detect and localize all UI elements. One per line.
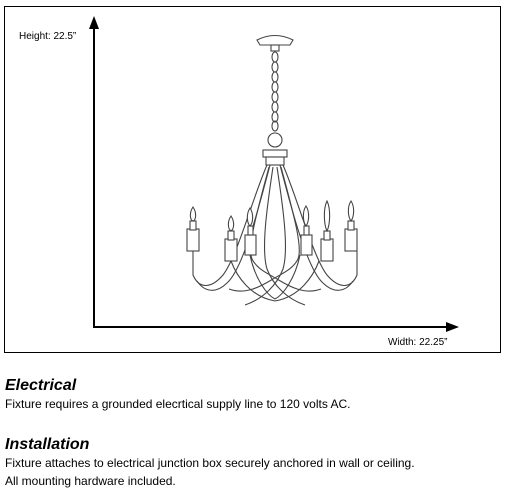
electrical-title: Electrical	[5, 377, 77, 394]
installation-text-line: Fixture attaches to electrical junction …	[5, 456, 415, 470]
candle-1	[186, 206, 200, 252]
width-label: Width: 22.25”	[388, 337, 448, 348]
fixture-cap	[262, 149, 288, 158]
candle-4	[300, 205, 313, 256]
electrical-text-line: Fixture requires a grounded elecrtical s…	[5, 397, 351, 411]
candle-6	[344, 200, 358, 252]
hanging-loop	[267, 132, 283, 148]
dimension-diagram: Height: 22.5” Width: 22.25”	[4, 6, 501, 353]
chandelier-fixture	[186, 34, 358, 306]
electrical-section: Electrical Fixture requires a grounded e…	[5, 376, 501, 413]
height-axis-arrow	[89, 16, 99, 29]
ceiling-canopy	[256, 34, 294, 46]
installation-title: Installation	[5, 436, 90, 453]
canopy-neck	[270, 44, 280, 52]
candle-holders	[186, 199, 358, 262]
installation-section: Installation Fixture attaches to electri…	[5, 435, 501, 490]
candle-3	[244, 207, 257, 256]
height-label: Height: 22.5”	[19, 31, 77, 42]
width-axis-arrow	[446, 322, 459, 332]
candle-5	[320, 199, 334, 262]
installation-text-line: All mounting hardware included.	[5, 474, 176, 488]
candle-2	[224, 215, 238, 262]
fixture-collar	[265, 156, 285, 166]
hanging-chain	[271, 51, 279, 132]
fixture-arms	[192, 164, 358, 306]
chandelier-drawing	[89, 16, 459, 332]
